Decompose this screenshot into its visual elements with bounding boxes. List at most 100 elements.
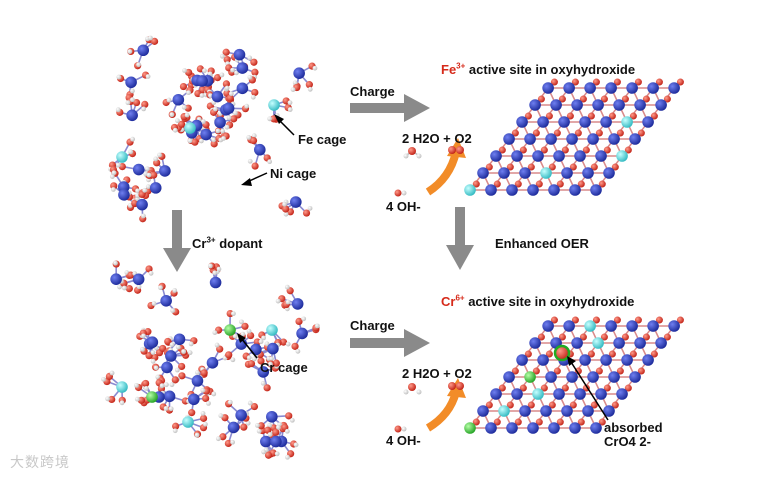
oxygen-atom <box>629 112 637 120</box>
hydrogen-atom <box>166 97 172 103</box>
hydrogen-atom <box>258 339 264 345</box>
cr-cage-pointer <box>237 333 258 359</box>
oxygen-atom <box>251 162 259 170</box>
hydrogen-atom <box>314 323 320 329</box>
ni-atom <box>527 422 539 434</box>
ni-atom <box>257 366 270 378</box>
hydrogen-atom <box>211 391 217 397</box>
hydrogen-atom <box>290 87 296 93</box>
ni-atom <box>519 405 531 417</box>
water-molecule-icon <box>403 383 422 395</box>
ni-atom <box>595 150 607 162</box>
oxygen-atom <box>595 129 603 137</box>
hydrogen-atom <box>200 387 206 393</box>
hydrogen-atom <box>260 380 266 386</box>
ni-atom <box>132 273 145 286</box>
oxygen-atom <box>571 78 579 86</box>
oxygen-atom <box>250 402 259 411</box>
ni-atom <box>485 184 497 196</box>
charge-label-top: Charge <box>350 84 395 99</box>
oxygen-atom <box>150 171 158 179</box>
hydrogen-atom <box>267 159 273 165</box>
hydrogen-atom <box>239 319 244 325</box>
hydrogen-atom <box>256 428 262 434</box>
oxygen-atom <box>247 331 255 340</box>
hydrogen-atom <box>240 331 246 337</box>
hydrogen-atom <box>231 311 236 317</box>
hydrogen-atom <box>121 285 127 291</box>
ni-atom <box>125 76 137 89</box>
enhanced-oer-label: Enhanced OER <box>495 236 589 251</box>
ni-atom <box>260 435 272 448</box>
oxygen-atom <box>527 401 535 409</box>
ni-atom <box>621 354 633 366</box>
hydrogen-atom <box>264 341 270 347</box>
oxygen-atom <box>550 316 558 324</box>
hydrogen-atom <box>119 400 125 406</box>
ni-atom <box>563 320 575 332</box>
hydrogen-atom <box>168 406 174 412</box>
oxygen-atom <box>637 129 645 137</box>
fe-atom <box>616 150 628 162</box>
ni-atom <box>173 333 186 346</box>
charge-arrow-top <box>350 94 430 122</box>
ni-atom <box>137 44 150 57</box>
oxygen-atom <box>141 100 149 109</box>
ni-atom <box>608 133 620 145</box>
oxygen-atom <box>634 78 642 86</box>
ni-atom <box>642 116 654 128</box>
hydrogen-atom <box>136 62 142 68</box>
hydrogen-atom <box>105 396 110 402</box>
oxygen-atom <box>590 163 598 171</box>
ni-atom <box>163 390 176 403</box>
cr-atom <box>224 324 236 336</box>
hydrogen-atom <box>275 298 281 304</box>
ni-atom <box>540 405 552 417</box>
hydrogen-atom <box>246 355 252 361</box>
enhanced-oer-arrow <box>446 207 474 270</box>
ni-atom <box>161 361 173 374</box>
ni-atom <box>605 82 617 94</box>
hydrogen-atom <box>157 152 162 158</box>
ni-atom <box>582 167 594 179</box>
charge-label-bottom: Charge <box>350 318 395 333</box>
oxygen-atom <box>621 333 629 341</box>
hydrogen-atom <box>283 211 289 217</box>
hydrogen-atom <box>255 423 260 428</box>
oxygen-atom <box>250 58 258 66</box>
oxygen-atom <box>613 316 621 324</box>
oxygen-atom <box>598 180 606 188</box>
ni-atom <box>590 422 602 434</box>
hydrogen-atom <box>207 71 213 77</box>
oxygen-atom <box>472 418 480 426</box>
hydrogen-atom <box>163 382 169 388</box>
oxygen-atom <box>264 426 272 434</box>
hydrogen-atom <box>285 454 290 460</box>
ni-atom <box>146 336 159 349</box>
oxygen-atom <box>629 350 637 358</box>
oxygen-atom <box>535 180 543 188</box>
ni-atom <box>110 273 122 285</box>
ni-atom <box>569 184 581 196</box>
ni-atom <box>647 82 659 94</box>
ni-atom <box>511 150 523 162</box>
oxygen-molecule-icon <box>448 382 464 390</box>
ni-atom <box>291 298 304 310</box>
reactant-label-bottom: 4 OH- <box>386 433 421 448</box>
oxygen-atom <box>257 422 265 430</box>
hydrogen-atom <box>111 170 117 176</box>
charge-arrow-bottom <box>350 329 430 357</box>
ni-atom <box>566 133 578 145</box>
cro4-label: CrO4 2- <box>604 434 651 449</box>
cr-title-rest: active site in oxyhydroxide <box>464 294 635 309</box>
hydrogen-atom <box>140 346 145 352</box>
hydrogen-atom <box>289 417 295 423</box>
ni-atom <box>270 435 282 448</box>
oxygen-atom <box>590 401 598 409</box>
oxygen-atom <box>472 180 480 188</box>
oxygen-atom <box>532 367 540 375</box>
oxygen-atom <box>511 129 519 137</box>
oxygen-atom <box>637 367 645 375</box>
hydrogen-atom <box>200 119 206 124</box>
